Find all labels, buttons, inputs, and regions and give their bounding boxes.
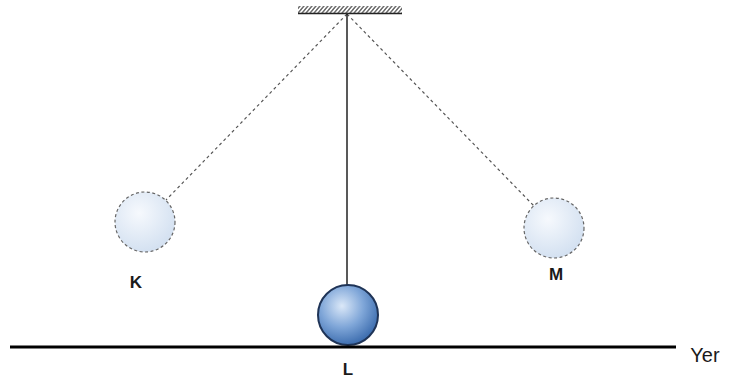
pendulum-ball	[318, 285, 378, 345]
ground-label: Yer	[690, 345, 719, 365]
position-label: K	[130, 274, 142, 291]
ceiling-line	[298, 13, 402, 15]
ground-line	[10, 346, 676, 349]
position-label: L	[343, 361, 353, 378]
string-dashed	[166, 14, 347, 200]
string-dashed	[347, 14, 534, 206]
position-label: M	[549, 266, 563, 283]
ghost-ball	[524, 198, 584, 258]
ceiling-hatch	[298, 6, 402, 13]
ghost-ball	[115, 192, 175, 252]
string	[346, 14, 348, 285]
